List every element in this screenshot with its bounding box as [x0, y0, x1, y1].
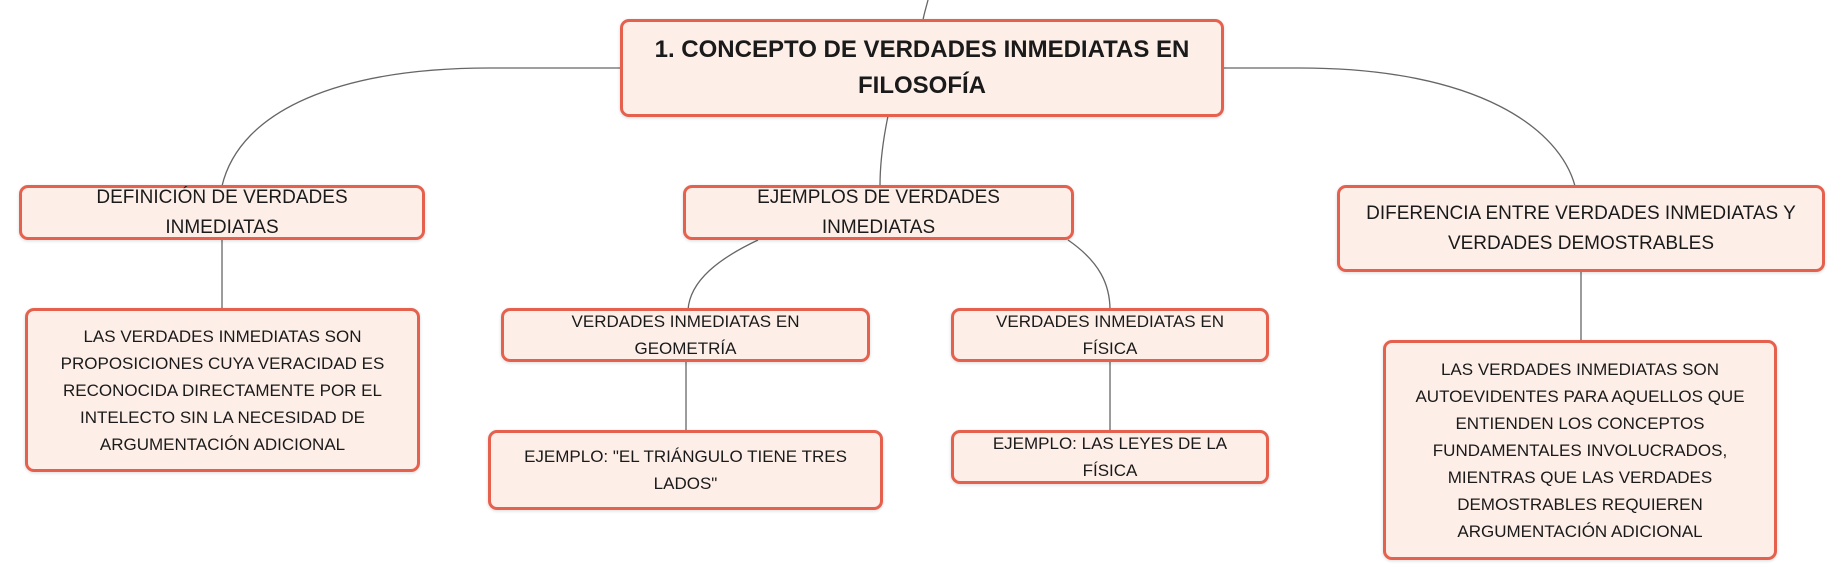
connector-root-diferencia: [1224, 67, 1576, 187]
connector-root-definicion: [221, 67, 622, 187]
fisica-label: VERDADES INMEDIATAS EN FÍSICA: [996, 312, 1224, 358]
diferencia-texto-label: LAS VERDADES INMEDIATAS SON AUTOEVIDENTE…: [1415, 359, 1745, 541]
ejemplos-node[interactable]: EJEMPLOS DE VERDADES INMEDIATAS: [683, 185, 1074, 240]
fisica-ejemplo-label: EJEMPLO: LAS LEYES DE LA FÍSICA: [992, 434, 1228, 480]
diferencia-label: DIFERENCIA ENTRE VERDADES INMEDIATAS Y V…: [1366, 202, 1796, 254]
connector-ejemplos-fisica: [1067, 239, 1111, 311]
root-topic-label: 1. CONCEPTO DE VERDADES INMEDIATAS EN FI…: [654, 36, 1190, 99]
definicion-node[interactable]: DEFINICIÓN DE VERDADES INMEDIATAS: [19, 185, 425, 240]
connector-parent-link: [922, 0, 929, 21]
diferencia-node[interactable]: DIFERENCIA ENTRE VERDADES INMEDIATAS Y V…: [1337, 185, 1825, 272]
geometria-node[interactable]: VERDADES INMEDIATAS EN GEOMETRÍA: [501, 308, 870, 362]
geometria-label: VERDADES INMEDIATAS EN GEOMETRÍA: [571, 312, 800, 358]
connector-root-ejemplos: [879, 115, 889, 187]
geometria-ejemplo-node[interactable]: EJEMPLO: "EL TRIÁNGULO TIENE TRES LADOS": [488, 430, 883, 510]
geometria-ejemplo-label: EJEMPLO: "EL TRIÁNGULO TIENE TRES LADOS": [524, 447, 847, 493]
fisica-ejemplo-node[interactable]: EJEMPLO: LAS LEYES DE LA FÍSICA: [951, 430, 1269, 484]
root-topic-node[interactable]: 1. CONCEPTO DE VERDADES INMEDIATAS EN FI…: [620, 19, 1224, 117]
diferencia-texto-node[interactable]: LAS VERDADES INMEDIATAS SON AUTOEVIDENTE…: [1383, 340, 1777, 560]
definicion-texto-node[interactable]: LAS VERDADES INMEDIATAS SON PROPOSICIONE…: [25, 308, 420, 472]
definicion-texto-label: LAS VERDADES INMEDIATAS SON PROPOSICIONE…: [60, 326, 385, 454]
ejemplos-label: EJEMPLOS DE VERDADES INMEDIATAS: [757, 186, 1000, 238]
connector-ejemplos-geometria: [687, 239, 759, 311]
definicion-label: DEFINICIÓN DE VERDADES INMEDIATAS: [96, 186, 348, 238]
fisica-node[interactable]: VERDADES INMEDIATAS EN FÍSICA: [951, 308, 1269, 362]
